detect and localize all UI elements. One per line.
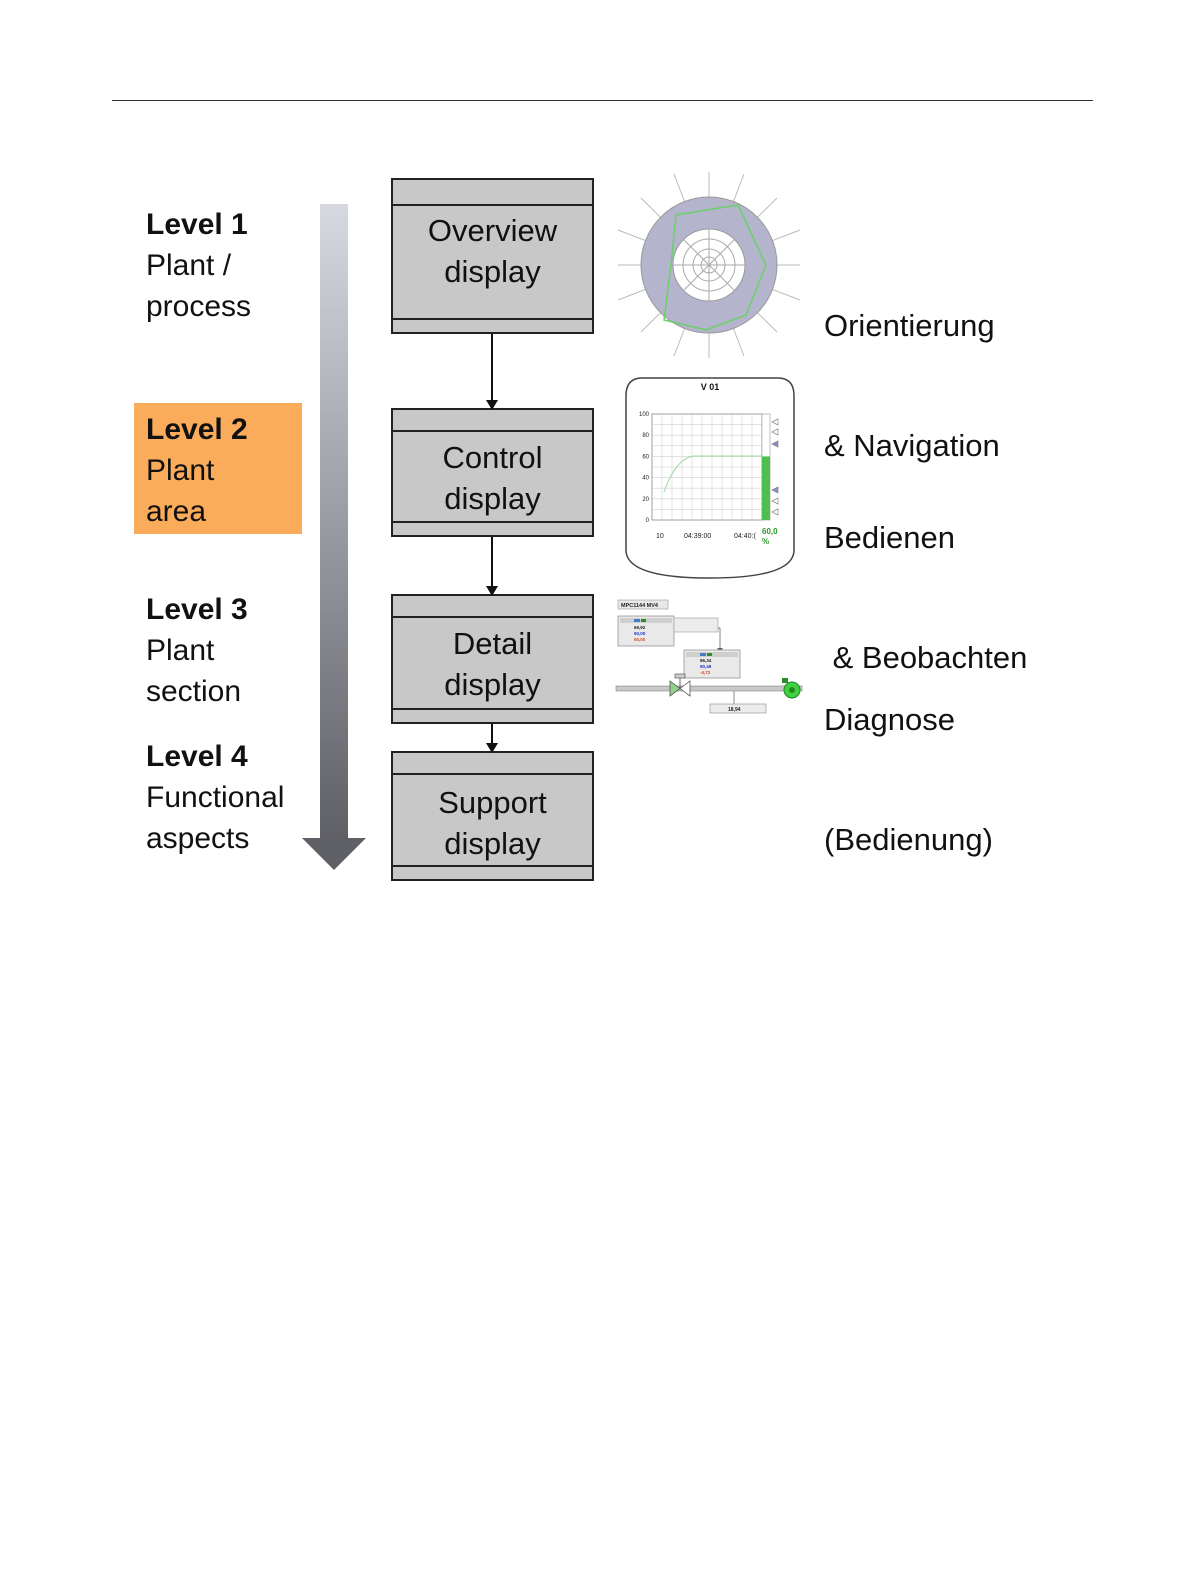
control-display-label: Control display [393, 437, 592, 519]
box-line-1: Support [438, 785, 547, 820]
box-top-band [393, 773, 592, 775]
level-value: 60,0 [762, 527, 778, 536]
x-tick-2: 04:39:00 [684, 533, 711, 540]
level-2-label: Level 2 Plant area [146, 409, 248, 532]
y-tick-label: 100 [639, 412, 650, 418]
tag-label: MPC1144 MV4 [621, 603, 659, 609]
level-1-title: Level 1 [146, 208, 248, 241]
desc-line-1: Bedienen [824, 520, 956, 555]
level-2-line-2: area [146, 495, 207, 528]
level-1-line-2: process [146, 290, 252, 323]
desc-line-1: Diagnose [824, 702, 955, 737]
control-valve-icon [669, 673, 691, 697]
faceplate-b-value-1: 96,34 [700, 658, 712, 663]
pump-icon [782, 678, 801, 699]
radar-chart-thumbnail [617, 172, 801, 358]
box-top-band [393, 204, 592, 206]
box-line-1: Overview [427, 213, 558, 248]
box-line-1: Detail [452, 626, 533, 661]
level-2-line-1: Plant [146, 454, 215, 487]
level-1-label: Level 1 Plant / process [146, 204, 251, 327]
description-operating: Bedienen & Beobachten [824, 438, 1027, 718]
y-tick-label: 20 [642, 497, 649, 503]
level-4-title: Level 4 [146, 740, 248, 773]
level-3-title: Level 3 [146, 593, 248, 626]
faceplate-a-value-2: 90,00 [634, 631, 646, 636]
level-bar-fill [762, 456, 770, 520]
level-2-highlight [134, 403, 302, 534]
desc-line-2: & Navigation [824, 428, 1000, 463]
tag-label-box [617, 599, 669, 610]
level-3-line-1: Plant [146, 634, 215, 667]
trend-faceplate-thumbnail: V 01 100 80 60 40 20 0 10 04:39:00 04:40:( 60… [625, 377, 795, 579]
header-rule [112, 100, 1093, 101]
pipe [615, 685, 803, 692]
box-bottom-band [393, 318, 592, 320]
level-unit: % [762, 537, 769, 546]
level-4-line-1: Functional [146, 781, 285, 814]
description-diagnosis: Diagnose (Bedienung) [824, 620, 993, 900]
box-line-2: display [444, 826, 541, 861]
desc-line-2: (Bedienung) [824, 822, 993, 857]
arrow-control-to-detail [486, 537, 498, 596]
detail-display-box: Detail display [391, 594, 594, 724]
y-tick-label: 60 [642, 454, 649, 460]
limit-markers [771, 418, 779, 516]
faceplate-a-value-1: 69,92 [634, 625, 646, 630]
x-tick-1: 10 [656, 533, 664, 540]
process-detail-thumbnail: MPC1144 MV4 69,92 90,00 50,00 96,34 90,4… [615, 599, 803, 714]
box-bottom-band [393, 708, 592, 710]
level-4-label: Level 4 Functional aspects [146, 736, 284, 859]
y-tick-label: 0 [646, 518, 650, 524]
faceplate-b-value-2: 90,48 [700, 664, 712, 669]
detail-display-label: Detail display [393, 623, 592, 705]
faceplate-title: V 01 [701, 382, 720, 392]
description-orientation: Orientierung & Navigation [824, 226, 1000, 506]
faceplate-a-value-3: 50,00 [634, 637, 646, 642]
overview-display-box: Overview display [391, 178, 594, 334]
hierarchy-gradient-arrow-head [302, 838, 366, 870]
control-display-box: Control display [391, 408, 594, 537]
readout-box [709, 703, 767, 714]
y-tick-label: 40 [642, 476, 649, 482]
box-line-2: display [444, 667, 541, 702]
level-3-label: Level 3 Plant section [146, 589, 248, 712]
y-tick-label: 80 [642, 433, 649, 439]
box-line-2: display [444, 254, 541, 289]
x-tick-3: 04:40:( [734, 533, 756, 540]
radar-data-polygon [663, 204, 767, 331]
faceplate-b-value-3: -4,72 [700, 670, 711, 675]
arrow-overview-to-control [486, 334, 498, 410]
level-4-line-2: aspects [146, 822, 250, 855]
box-line-2: display [444, 481, 541, 516]
support-display-label: Support display [393, 782, 592, 864]
box-top-band [393, 430, 592, 432]
box-top-band [393, 616, 592, 618]
overview-display-label: Overview display [393, 210, 592, 292]
level-3-line-2: section [146, 675, 242, 708]
trend-line [663, 455, 762, 493]
level-2-title: Level 2 [146, 413, 248, 446]
desc-line-1: Orientierung [824, 308, 995, 343]
box-line-1: Control [442, 440, 543, 475]
desc-line-2: & Beobachten [824, 640, 1028, 675]
hierarchy-gradient-arrow-shaft [320, 204, 348, 840]
arrow-detail-to-support [486, 724, 498, 753]
level-1-line-1: Plant / [146, 249, 232, 282]
support-display-box: Support display [391, 751, 594, 881]
box-bottom-band [393, 865, 592, 867]
readout-value: 18,94 [728, 707, 741, 713]
box-bottom-band [393, 521, 592, 523]
